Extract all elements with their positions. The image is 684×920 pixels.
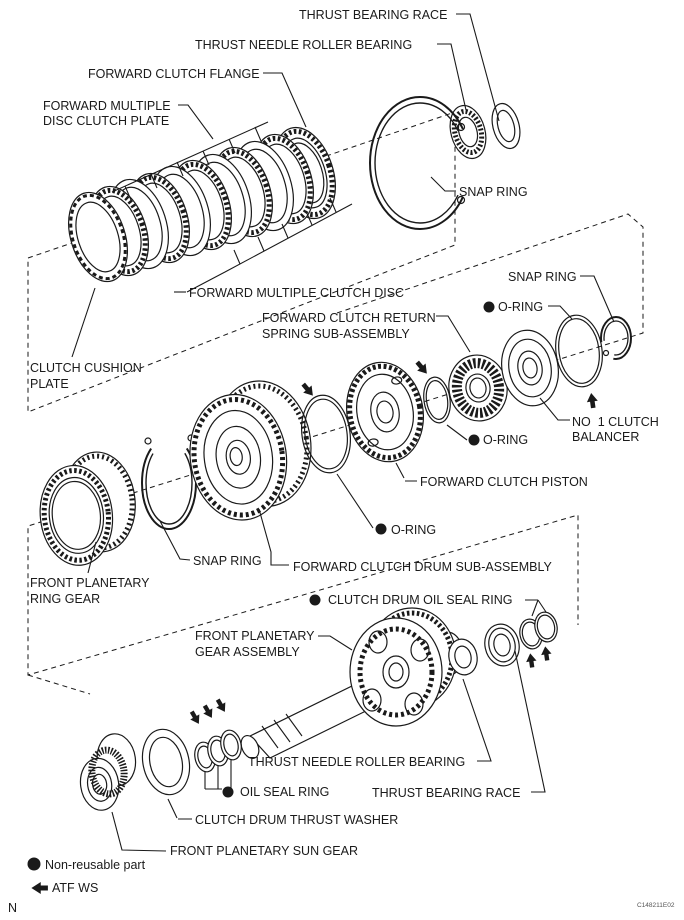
- front-planetary-sun-gear-part: [79, 733, 137, 811]
- thrust-bearing-race-bottom-part: [484, 623, 520, 667]
- leader-clutch-cushion-plate: [71, 287, 96, 358]
- non-reusable-dot-icon: [375, 523, 387, 535]
- label-front-planetary-ring-line2: RING GEAR: [30, 592, 100, 606]
- front-planetary-ring-gear-part: [39, 451, 136, 566]
- leader-forward-clutch-flange: [263, 72, 307, 128]
- o-ring-small-part: [423, 376, 451, 424]
- non-reusable-dot-icon: [222, 786, 234, 798]
- non-reusable-dot-icon: [27, 857, 41, 871]
- return-spring-sub-assembly-part: [448, 354, 508, 422]
- clutch-drum-thrust-washer-part: [141, 728, 191, 796]
- atf-arrow-icon: [213, 696, 230, 715]
- leader-no1-clutch-balancer: [539, 397, 570, 421]
- leader-lines: [71, 13, 615, 852]
- leader-clutch-drum-thrust-washer: [167, 798, 192, 820]
- label-fwd-clutch-return-line2: SPRING SUB-ASSEMBLY: [262, 327, 410, 341]
- atf-arrow-icon: [540, 645, 553, 662]
- label-o-ring-upper: O-RING: [498, 300, 543, 314]
- part-labels: THRUST BEARING RACE THRUST NEEDLE ROLLER…: [30, 8, 659, 858]
- leader-thrust-bearing-race-bottom: [514, 650, 546, 793]
- label-forward-clutch-drum: FORWARD CLUTCH DRUM SUB-ASSEMBLY: [293, 560, 552, 574]
- atf-arrow-icon: [413, 358, 432, 378]
- label-no1-clutch-balancer-line1: NO 1 CLUTCH: [572, 415, 659, 429]
- leader-snap-ring-mid: [159, 520, 191, 561]
- legend-atf-label: ATF WS: [52, 881, 98, 895]
- label-forward-multiple-clutch-disc: FORWARD MULTIPLE CLUTCH DISC: [189, 286, 404, 300]
- clutch-disc-bracket: [186, 197, 353, 293]
- oil-seal-rings-part: [194, 729, 242, 773]
- label-o-ring-lower: O-RING: [391, 523, 436, 537]
- label-forward-multiple-line1: FORWARD MULTIPLE: [43, 99, 171, 113]
- leader-clutch-drum-oil-seal-ring: [525, 599, 547, 617]
- leader-forward-clutch-return-spring: [436, 315, 471, 353]
- thrust-needle-roller-bearing-bottom-part: [448, 638, 478, 676]
- legend: Non-reusable part ATF WS: [27, 857, 146, 895]
- label-snap-ring-right: SNAP RING: [508, 270, 577, 284]
- forward-clutch-drum-part: [189, 380, 312, 521]
- label-front-planetary-ring-line1: FRONT PLANETARY: [30, 576, 150, 590]
- label-forward-multiple-line2: DISC CLUTCH PLATE: [43, 114, 169, 128]
- label-clutch-cushion-line2: PLATE: [30, 377, 69, 391]
- label-snap-ring-top: SNAP RING: [459, 185, 528, 199]
- page-marker: N: [8, 901, 17, 915]
- clutch-drum-oil-seal-rings-part: [519, 611, 558, 650]
- legend-non-reusable-label: Non-reusable part: [45, 858, 146, 872]
- figure-code: C148211E02: [637, 902, 675, 909]
- non-reusable-dot-icon: [468, 434, 480, 446]
- label-clutch-drum-thrust-washer: CLUTCH DRUM THRUST WASHER: [195, 813, 398, 827]
- label-snap-ring-mid: SNAP RING: [193, 554, 262, 568]
- label-front-planetary-sun-gear: FRONT PLANETARY SUN GEAR: [170, 844, 358, 858]
- label-thrust-needle-roller-bearing-top: THRUST NEEDLE ROLLER BEARING: [195, 38, 412, 52]
- label-thrust-needle-roller-bearing-bottom: THRUST NEEDLE ROLLER BEARING: [248, 755, 465, 769]
- atf-arrow-icon: [525, 652, 538, 669]
- leader-thrust-needle-roller-bearing-bottom: [462, 678, 492, 762]
- label-oil-seal-ring: OIL SEAL RING: [240, 785, 329, 799]
- leader-o-ring-mid: [446, 424, 468, 441]
- atf-arrow-icon: [200, 702, 217, 721]
- label-clutch-cushion-line1: CLUTCH CUSHION: [30, 361, 142, 375]
- o-ring-left-part: [301, 394, 351, 474]
- leader-snap-ring-right: [580, 275, 615, 323]
- leader-oil-seal-ring: [204, 760, 232, 790]
- leader-thrust-needle-roller-bearing-top: [437, 43, 467, 111]
- dashed-box-bottom-tail: [27, 674, 91, 695]
- o-ring-large-right-part: [555, 314, 603, 388]
- leader-front-planetary-sun-gear: [111, 811, 167, 852]
- label-front-planetary-gear-line2: GEAR ASSEMBLY: [195, 645, 300, 659]
- leader-forward-clutch-drum: [258, 508, 289, 566]
- atf-arrow-icon: [585, 392, 599, 409]
- label-forward-clutch-flange: FORWARD CLUTCH FLANGE: [88, 67, 260, 81]
- clutch-plate-bracket: [111, 121, 269, 201]
- leader-o-ring-lower: [336, 473, 374, 529]
- leader-front-planetary-ring-gear: [87, 541, 97, 574]
- atf-arrow-icon: [299, 380, 318, 400]
- thrust-needle-roller-bearing-top-part: [449, 104, 487, 160]
- thrust-bearing-race-top-part: [491, 102, 521, 150]
- label-front-planetary-gear-line1: FRONT PLANETARY: [195, 629, 315, 643]
- snap-ring-top-part: [369, 96, 471, 230]
- leader-o-ring-upper: [548, 305, 573, 320]
- label-o-ring-mid: O-RING: [483, 433, 528, 447]
- label-fwd-clutch-return-line1: FORWARD CLUTCH RETURN: [262, 311, 436, 325]
- leader-forward-clutch-piston: [395, 462, 417, 482]
- non-reusable-bullets: [222, 301, 495, 798]
- leader-snap-ring-top: [430, 176, 456, 192]
- snap-ring-right-part: [600, 316, 632, 360]
- leader-front-planetary-gear-assembly: [318, 635, 353, 651]
- label-forward-clutch-piston: FORWARD CLUTCH PISTON: [420, 475, 588, 489]
- leader-forward-multiple-disc-clutch-plate: [178, 104, 214, 140]
- non-reusable-dot-icon: [483, 301, 495, 313]
- non-reusable-dot-icon: [309, 594, 321, 606]
- atf-arrow-icon: [31, 881, 48, 895]
- label-thrust-bearing-race-top: THRUST BEARING RACE: [299, 8, 447, 22]
- label-no1-clutch-balancer-line2: BALANCER: [572, 430, 639, 444]
- dashed-box-piston-group: [27, 213, 644, 676]
- label-clutch-drum-oil-seal-ring: CLUTCH DRUM OIL SEAL RING: [328, 593, 513, 607]
- forward-clutch-piston-part: [345, 361, 425, 463]
- leader-thrust-bearing-race-top: [456, 13, 500, 122]
- no1-clutch-balancer-part: [501, 329, 559, 407]
- label-thrust-bearing-race-bottom: THRUST BEARING RACE: [372, 786, 520, 800]
- clutch-cushion-plate-part: [68, 191, 128, 283]
- atf-arrow-icon: [187, 708, 204, 727]
